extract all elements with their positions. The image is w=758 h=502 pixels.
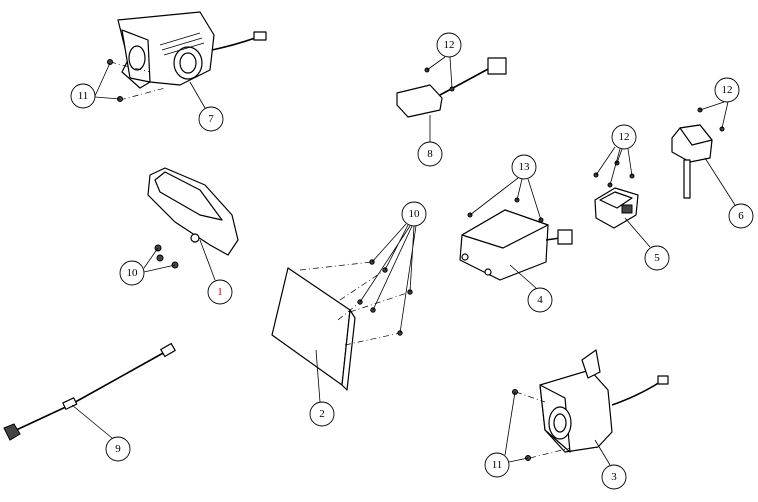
svg-text:4: 4 [537,294,543,306]
callout: 10 [119,260,145,286]
callout: 7 [198,106,224,132]
svg-text:8: 8 [427,148,433,160]
svg-text:12: 12 [444,39,455,51]
callout: 10 [401,201,427,227]
callout: 5 [644,245,670,271]
svg-text:11: 11 [78,90,89,102]
svg-text:11: 11 [492,459,503,471]
svg-text:10: 10 [127,267,139,279]
part-4-control-box [459,209,573,281]
part-9-cable [3,342,176,441]
svg-text:7: 7 [208,113,214,125]
svg-text:10: 10 [409,208,421,220]
callout: 12 [436,32,462,58]
callout: 1 [207,279,233,305]
svg-text:5: 5 [654,252,660,264]
callout: 2 [309,401,335,427]
part-3-speaker-housing [539,349,669,453]
svg-text:1: 1 [217,286,223,298]
part-6-relay [671,124,713,199]
bolts-10 [357,259,413,336]
callout: 12 [611,124,637,150]
svg-text:12: 12 [722,84,733,96]
callout: 3 [601,464,627,490]
part-7-speaker-housing [117,11,267,89]
part-1-display-cluster [147,167,239,256]
part-5-sensor [594,187,639,229]
part-8-module [396,57,507,142]
part-2-screen-panel [271,267,356,391]
bolts-10 [154,244,179,269]
callout: 12 [714,77,740,103]
svg-text:13: 13 [519,161,531,173]
svg-text:12: 12 [619,131,630,143]
screw [107,59,123,102]
callout: 11 [484,452,510,478]
svg-text:6: 6 [738,210,744,222]
leader-lines [71,56,736,466]
svg-text:3: 3 [611,471,617,483]
callout: 11 [70,83,96,109]
callout: 13 [511,154,537,180]
svg-text:2: 2 [319,408,325,420]
svg-text:9: 9 [115,443,121,455]
callout: 9 [105,436,131,462]
callout: 6 [728,203,754,229]
callout: 8 [417,141,443,167]
callout: 4 [527,287,553,313]
